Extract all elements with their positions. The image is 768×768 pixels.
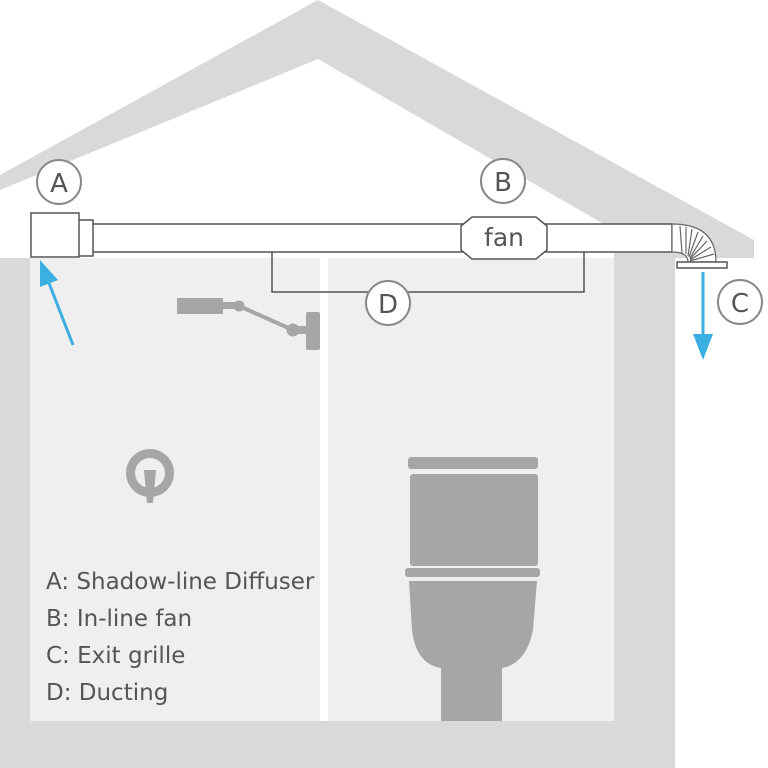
airflow-in-arrow <box>40 260 75 346</box>
room-divider <box>320 258 328 721</box>
legend-item-d: D: Ducting <box>46 680 169 706</box>
legend-item-a: A: Shadow-line Diffuser <box>46 569 315 595</box>
shower-head-fixture <box>126 449 174 503</box>
svg-text:D: D <box>378 290 398 320</box>
ducting-bracket <box>271 252 585 293</box>
svg-text:B: B <box>494 168 512 198</box>
towel-rail-fixture <box>177 298 320 350</box>
marker-c: C <box>717 279 763 325</box>
shadow-line-diffuser <box>30 212 80 258</box>
inline-fan-body <box>460 216 548 260</box>
legend-item-c: C: Exit grille <box>46 643 186 669</box>
legend-item-b: B: In-line fan <box>46 606 193 632</box>
airflow-out-arrow <box>693 272 713 360</box>
fan-label: fan <box>484 223 524 252</box>
duct-elbow <box>671 223 717 263</box>
legend: A: Shadow-line Diffuser B: In-line fan C… <box>46 564 314 712</box>
diffuser-collar <box>77 219 94 257</box>
toilet-fixture <box>405 457 540 721</box>
marker-a: A <box>36 159 82 205</box>
marker-b: B <box>480 158 526 204</box>
duct-pipe <box>91 223 673 253</box>
marker-d: D <box>365 280 411 326</box>
svg-text:A: A <box>50 169 68 199</box>
attic-space <box>0 59 614 258</box>
exit-grille <box>676 261 728 269</box>
svg-text:C: C <box>731 289 749 319</box>
